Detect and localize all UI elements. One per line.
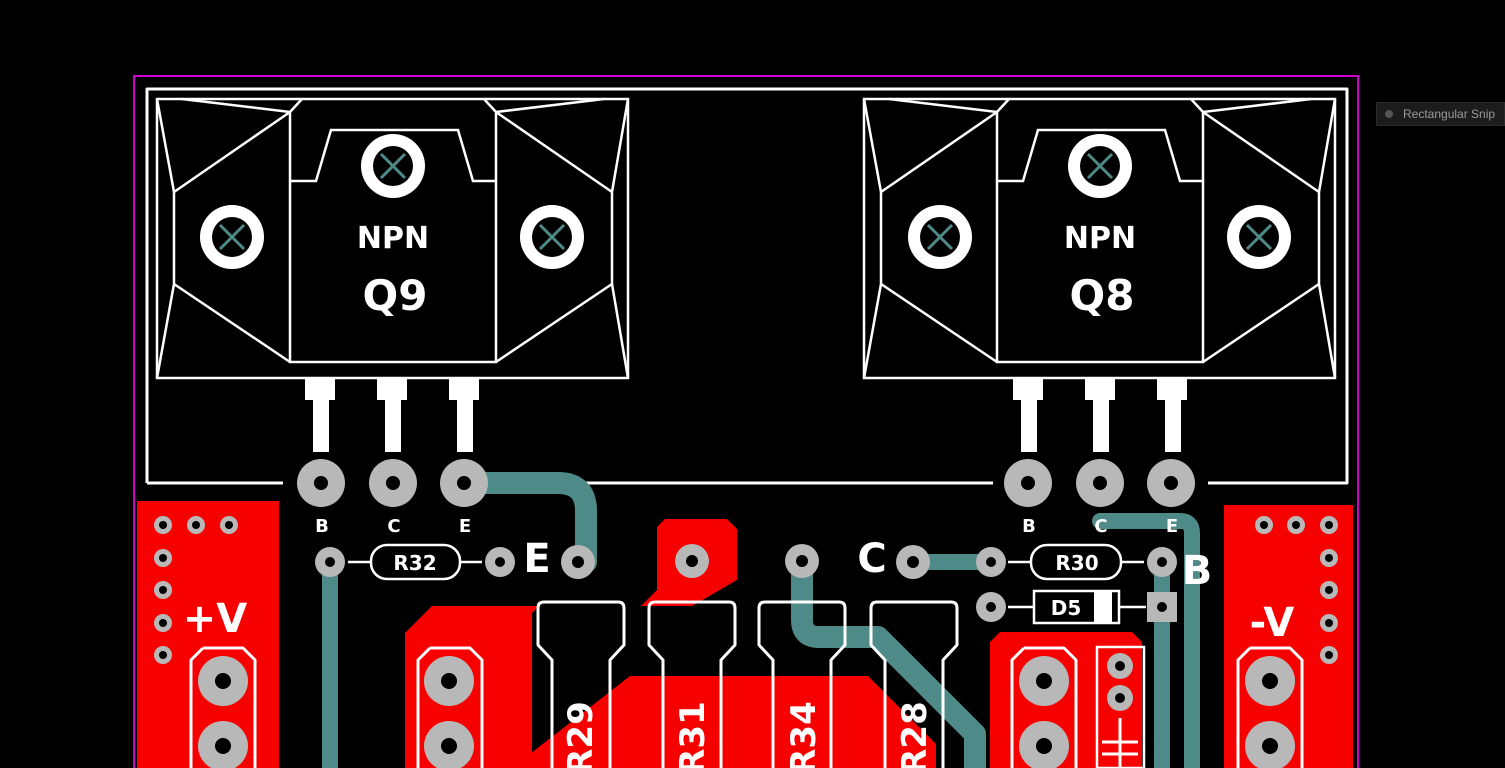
- transistor-q9-footprint: NPN Q9 B C E: [155, 97, 630, 537]
- center-copper-pour-a: [405, 519, 737, 768]
- connector-center-right: [1010, 646, 1078, 768]
- track-r34-route: [791, 549, 986, 768]
- snip-tooltip[interactable]: Rectangular Snip: [1376, 102, 1505, 126]
- diode-d5-label: D5: [1051, 596, 1082, 620]
- pin-label-e: E: [459, 516, 471, 537]
- resistor-r34-label: R34: [784, 701, 824, 768]
- resistor-r31-label: R31: [673, 701, 713, 768]
- pin-label-c: C: [387, 516, 400, 537]
- track-q9-emitter: [453, 472, 597, 573]
- capacitor-small: [1095, 645, 1146, 768]
- pin-label-b: B: [315, 516, 329, 537]
- resistor-r28-label: R28: [895, 701, 935, 768]
- resistor-r30-label: R30: [1055, 551, 1098, 575]
- resistor-r32-label: R32: [393, 551, 436, 575]
- net-label-e: E: [523, 536, 550, 582]
- resistor-r28: R28: [869, 600, 959, 768]
- resistor-r34: R34: [757, 600, 847, 768]
- pin-label-c: C: [1094, 516, 1107, 537]
- board-outline: [133, 75, 1359, 768]
- track-e-vertical: [1092, 513, 1200, 768]
- resistor-r29-label: R29: [561, 701, 601, 768]
- transistor-ref-label: Q8: [1070, 271, 1135, 320]
- resistor-r32: R32: [315, 543, 515, 581]
- resistor-r30: R30: [976, 543, 1177, 581]
- transistor-q8-footprint: NPN Q8 B C E: [862, 97, 1337, 537]
- resistor-r31: R31: [647, 600, 737, 768]
- resistor-r29: R29: [536, 600, 626, 768]
- connector-negative: -V: [1236, 516, 1338, 768]
- copper-layer: [137, 501, 1353, 768]
- snip-label: Rectangular Snip: [1403, 107, 1496, 121]
- diode-d5: D5: [976, 589, 1177, 625]
- record-dot-icon: [1385, 110, 1393, 118]
- net-label-b: B: [1182, 548, 1213, 594]
- transistor-type-label: NPN: [1064, 221, 1136, 256]
- rail-label-positive: +V: [183, 596, 248, 642]
- transistor-type-label: NPN: [357, 221, 429, 256]
- negative-rail-pour: [1224, 505, 1353, 768]
- pin-label-e: E: [1166, 516, 1178, 537]
- transistor-ref-label: Q9: [363, 271, 428, 320]
- rail-label-negative: -V: [1250, 600, 1295, 646]
- pin-label-b: B: [1022, 516, 1036, 537]
- connector-positive: +V: [154, 516, 257, 768]
- net-label-c: C: [857, 536, 886, 582]
- connector-center-left: [416, 646, 484, 768]
